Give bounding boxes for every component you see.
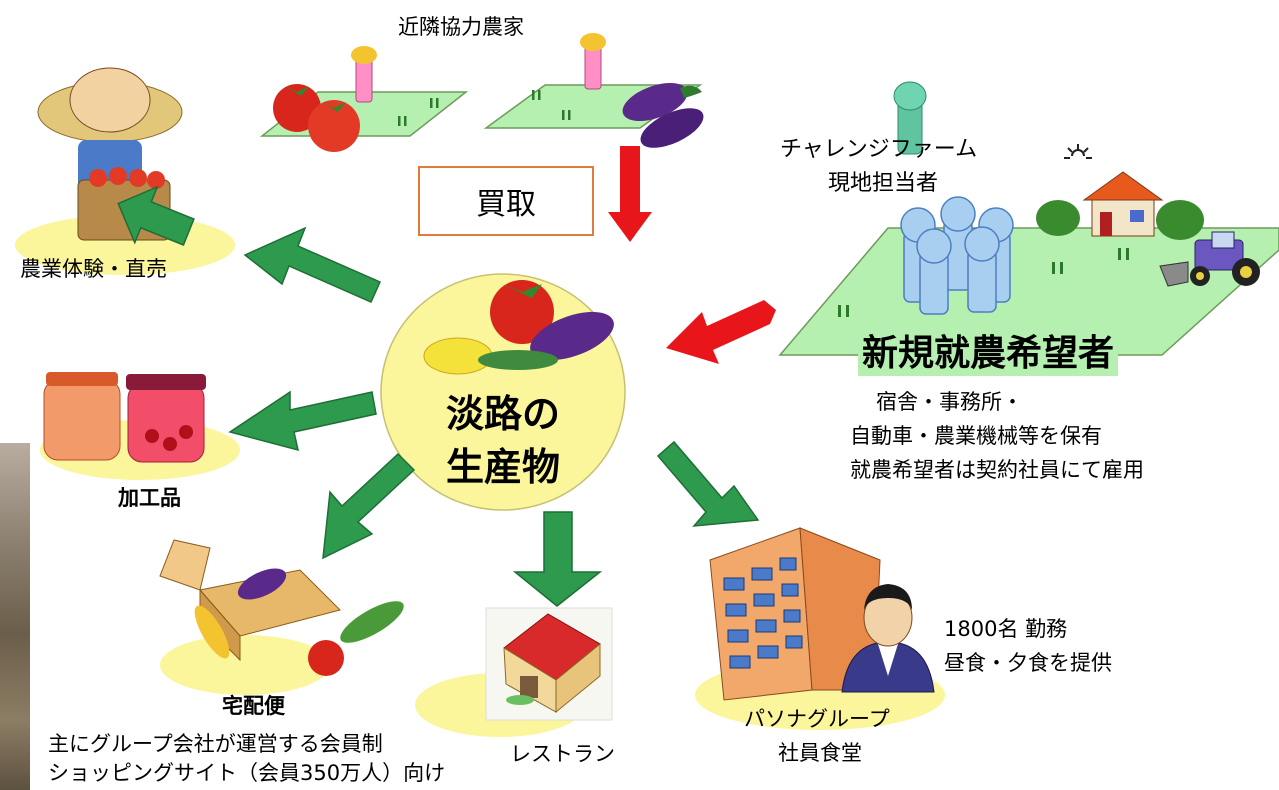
farm-experience-label: 農業体験・直売 [20,257,167,281]
challenge-farm-label: チャレンジファーム [780,137,978,162]
ground-ellipse [160,635,330,695]
farmer-pin-icon [351,46,377,103]
new-farmer-group-icon [900,196,1014,315]
tractor-icon [1159,231,1260,287]
center-label: 淡路の 生産物 [418,388,588,494]
jam-jar-icon [43,372,206,463]
output-arrow-delivery [322,452,416,560]
output-arrow-restaurant [512,511,603,607]
delivery-label: 宅配便 [222,694,285,718]
kaitori-label: 買取 [476,187,536,222]
delivery-note: 主にグループ会社が運営する会員制 [48,732,383,756]
center-label-line1: 淡路の [445,392,560,436]
cafeteria-note: 昼食・夕食を提供 [944,651,1112,675]
new-farmer-note: 宿舎・事務所・ [876,390,1023,414]
restaurant-label: レストラン [510,742,615,766]
cafeteria-note: 1800名 勤務 [944,617,1068,641]
output-arrow-processed [228,390,377,452]
cafeteria-label: 社員食堂 [778,741,862,765]
office-building-icon [709,527,881,701]
tomato-icon [273,84,360,152]
new-farmer-title: 新規就農希望者 [858,324,1119,376]
input-arrow-newfarmer [666,300,776,364]
cafeteria-label: パソナグループ [744,707,890,731]
staff-figure-icon [893,81,927,155]
new-farmer-note: 就農希望者は契約社員にて雇用 [850,458,1144,482]
sun-icon [1064,144,1092,159]
neighbor-farms-label: 近隣協力農家 [398,15,524,39]
eggplant-icon [622,82,704,148]
center-produce-icon [423,280,614,375]
delivery-note: ショッピングサイト（会員350万人）向け [48,761,446,785]
center-label-line2: 生産物 [445,445,560,490]
processed-label: 加工品 [118,486,181,510]
background-photo-strip [0,443,30,790]
output-arrow-farm-experience [117,185,195,246]
new-farmer-note: 自動車・農業機械等を保有 [850,424,1102,448]
house-icon [1036,171,1204,240]
output-arrow-farm-experience [243,226,381,303]
delivery-box-icon [159,539,404,676]
input-arrow-kaitori [608,146,652,242]
businessman-icon [841,584,935,693]
restaurant-icon [485,607,613,721]
challenge-farm-staff-label: 現地担当者 [828,171,939,196]
kaitori-box: 買取 [418,166,594,236]
farmer-pin-icon [580,33,606,90]
output-arrow-cafeteria [656,440,760,527]
